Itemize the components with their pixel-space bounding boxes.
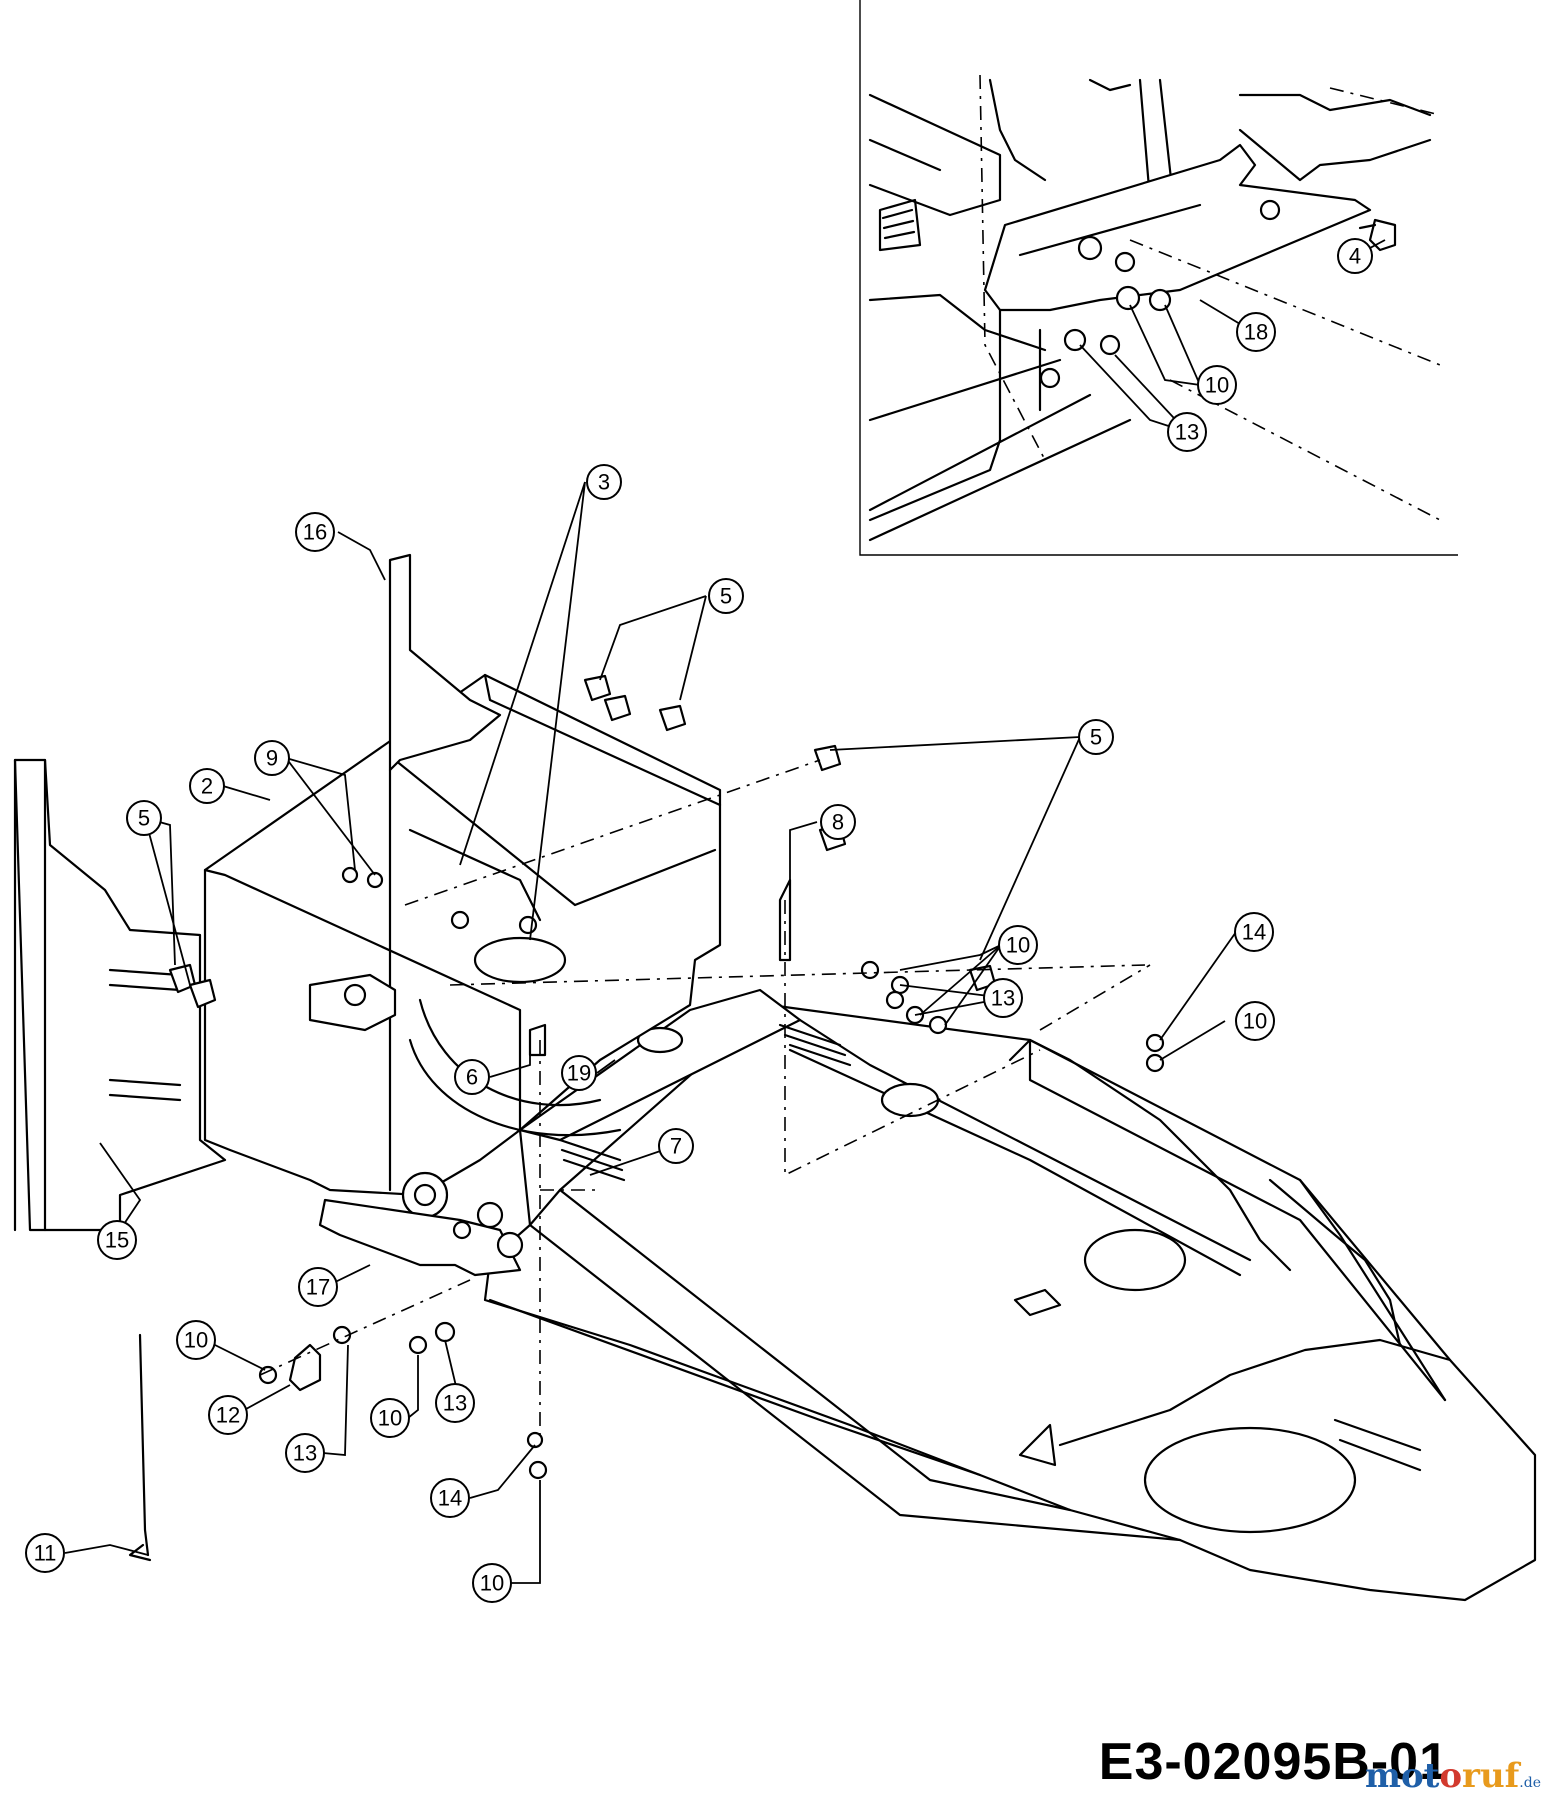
callout-14b[interactable]: 14	[430, 1478, 470, 1518]
drawing-code: E3-02095B-01	[1098, 1733, 1449, 1791]
callout-13c[interactable]: 13	[435, 1383, 475, 1423]
callout-16[interactable]: 16	[295, 512, 335, 552]
callout-5c[interactable]: 5	[126, 800, 162, 836]
svg-text:14: 14	[438, 1486, 462, 1511]
svg-text:10: 10	[1243, 1009, 1267, 1034]
svg-text:10: 10	[1205, 373, 1229, 398]
svg-text:6: 6	[466, 1065, 478, 1090]
callout-7[interactable]: 7	[658, 1128, 694, 1164]
svg-text:18: 18	[1244, 320, 1268, 345]
detail-inset	[859, 0, 1458, 556]
callout-18[interactable]: 18	[1236, 312, 1276, 352]
hardware	[128, 674, 1165, 1562]
svg-text:13: 13	[991, 986, 1015, 1011]
callout-5b[interactable]: 5	[1078, 719, 1114, 755]
callout-10b[interactable]: 10	[1235, 1001, 1275, 1041]
assembly-lines	[259, 759, 1151, 1440]
watermark-logo: motoruf.de	[1364, 1756, 1541, 1796]
callout-13a[interactable]: 13	[983, 978, 1023, 1018]
svg-text:5: 5	[1090, 725, 1102, 750]
svg-text:4: 4	[1349, 244, 1361, 269]
callout-14a[interactable]: 14	[1234, 912, 1274, 952]
callout-13d[interactable]: 13	[1167, 412, 1207, 452]
callout-3[interactable]: 3	[586, 464, 622, 500]
callout-10d[interactable]: 10	[370, 1398, 410, 1438]
callout-8[interactable]: 8	[820, 804, 856, 840]
svg-text:12: 12	[216, 1403, 240, 1428]
svg-text:13: 13	[443, 1391, 467, 1416]
svg-text:10: 10	[184, 1328, 208, 1353]
callout-17[interactable]: 17	[298, 1267, 338, 1307]
callout-9[interactable]: 9	[254, 740, 290, 776]
callouts: 2 3 4 5 5 5 6 7 8 9 10 10 10 10 10 10 11…	[25, 238, 1373, 1603]
svg-text:19: 19	[567, 1061, 591, 1086]
svg-text:3: 3	[598, 470, 610, 495]
callout-11[interactable]: 11	[25, 1533, 65, 1573]
svg-text:10: 10	[1006, 933, 1030, 958]
svg-text:11: 11	[34, 1541, 57, 1566]
svg-text:16: 16	[303, 520, 327, 545]
svg-text:5: 5	[138, 806, 150, 831]
callout-15[interactable]: 15	[97, 1220, 137, 1260]
callout-10a[interactable]: 10	[998, 925, 1038, 965]
svg-text:7: 7	[670, 1134, 682, 1159]
callout-4[interactable]: 4	[1337, 238, 1373, 274]
svg-text:14: 14	[1242, 920, 1266, 945]
svg-text:8: 8	[832, 810, 844, 835]
svg-text:13: 13	[1175, 420, 1199, 445]
svg-text:15: 15	[105, 1228, 129, 1253]
svg-text:10: 10	[378, 1406, 402, 1431]
svg-text:5: 5	[720, 584, 732, 609]
callout-13b[interactable]: 13	[285, 1433, 325, 1473]
callout-2[interactable]: 2	[189, 768, 225, 804]
svg-text:2: 2	[201, 774, 213, 799]
callout-5a[interactable]: 5	[708, 578, 744, 614]
callout-19[interactable]: 19	[561, 1055, 597, 1091]
callout-10c[interactable]: 10	[176, 1320, 216, 1360]
callout-12[interactable]: 12	[208, 1395, 248, 1435]
callout-10f[interactable]: 10	[1197, 365, 1237, 405]
svg-text:9: 9	[266, 746, 278, 771]
callout-10e[interactable]: 10	[472, 1563, 512, 1603]
callout-6[interactable]: 6	[454, 1059, 490, 1095]
svg-text:10: 10	[480, 1571, 504, 1596]
svg-text:17: 17	[306, 1275, 330, 1300]
svg-text:13: 13	[293, 1441, 317, 1466]
main-frame	[483, 988, 1537, 1602]
